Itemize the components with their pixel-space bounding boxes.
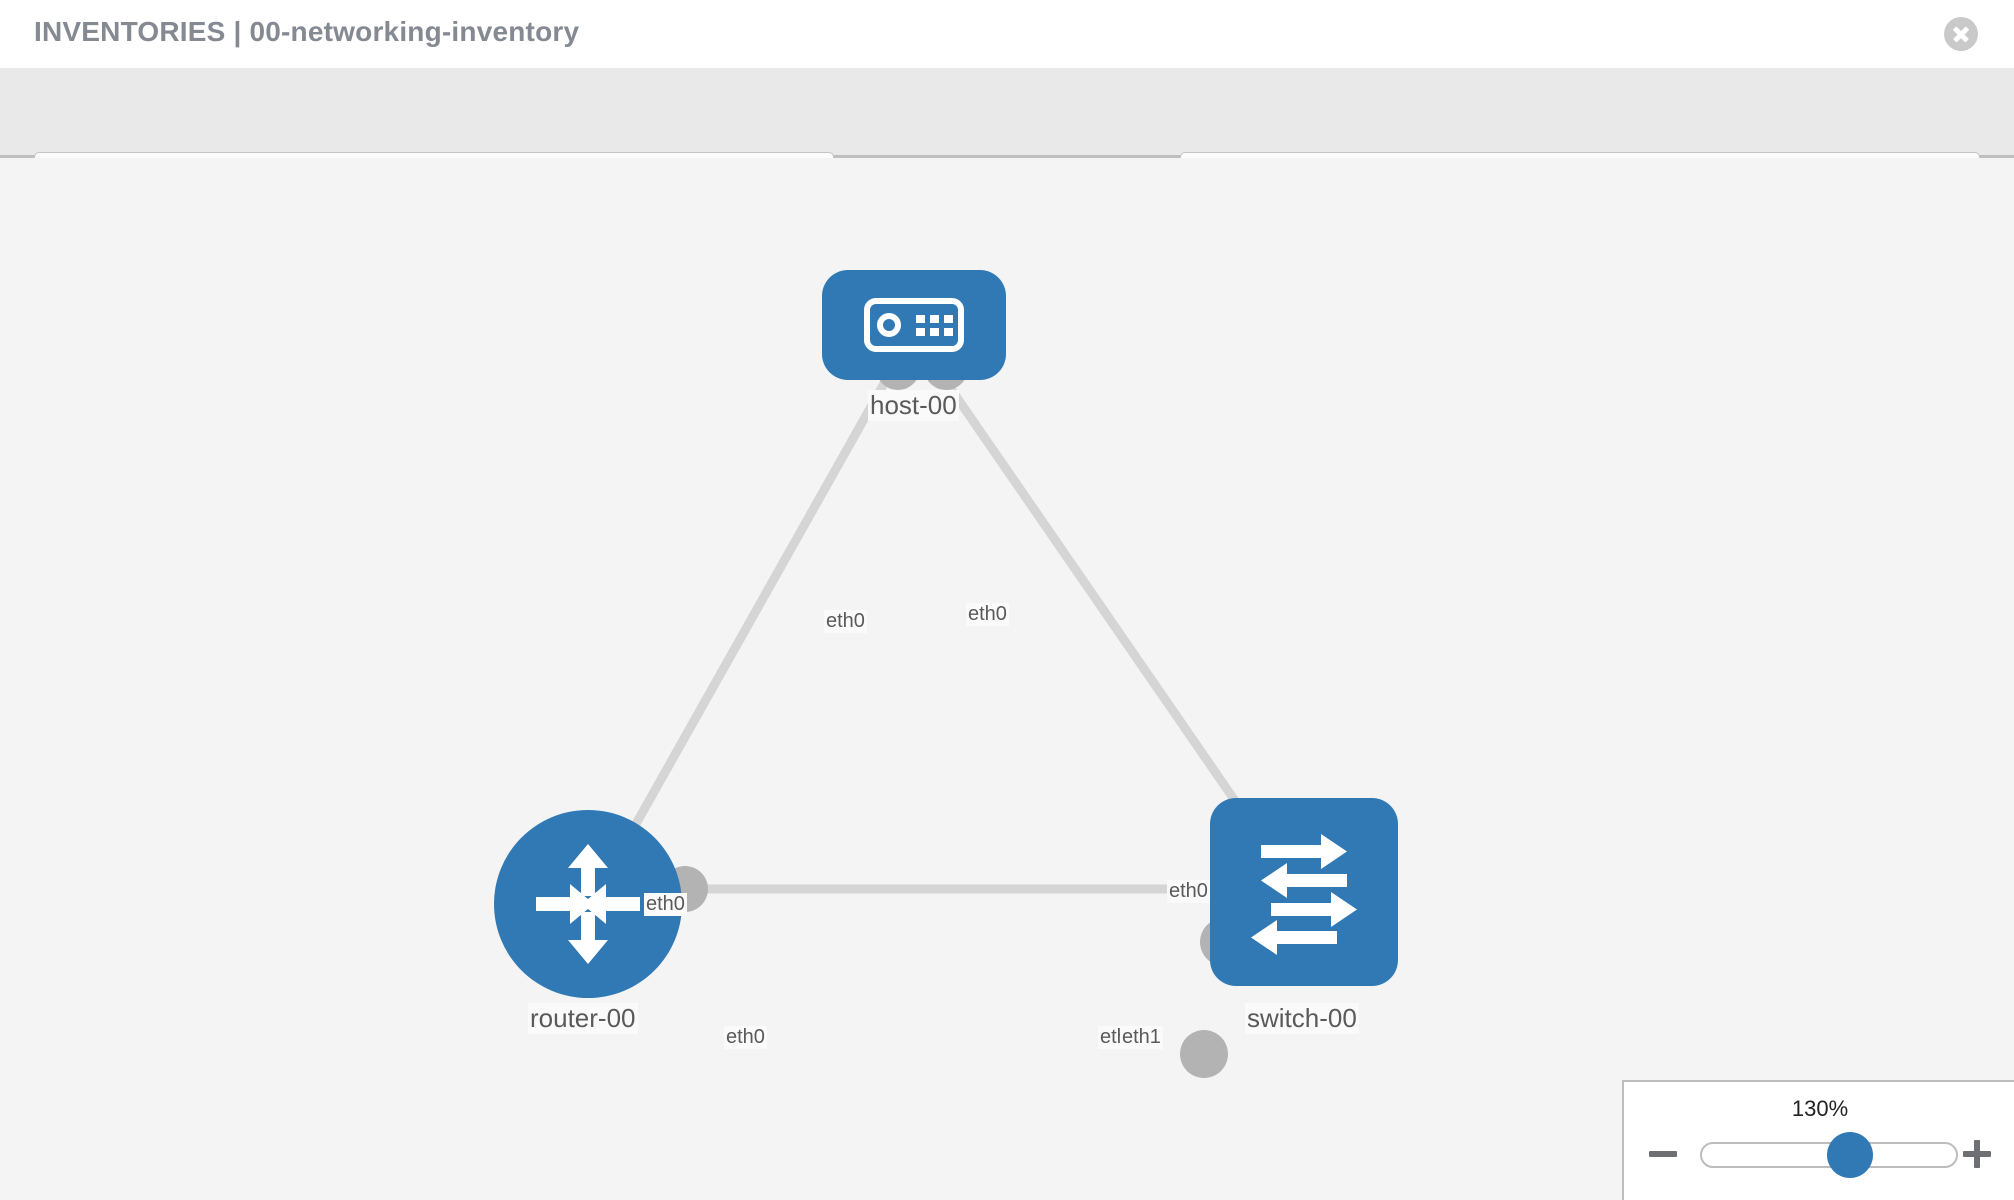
page-header: INVENTORIES | 00-networking-inventory xyxy=(0,0,2014,68)
zoom-out-button[interactable] xyxy=(1646,1137,1680,1171)
link-host-switch xyxy=(936,370,1244,811)
port-label-router-upper: eth0 xyxy=(644,893,687,916)
node-label-host-00: host-00 xyxy=(868,390,959,421)
topology-links xyxy=(606,370,1244,894)
node-switch-00[interactable] xyxy=(1210,798,1398,986)
zoom-level-value: 130% xyxy=(1791,1096,1849,1121)
server-icon xyxy=(864,298,964,352)
port-switch-mid[interactable] xyxy=(1180,1030,1228,1078)
port-label-switch-left: eth1 xyxy=(1120,1026,1163,1049)
node-label-router-00: router-00 xyxy=(528,1003,638,1034)
port-label-router-right: eth0 xyxy=(724,1026,767,1049)
node-router-00[interactable] xyxy=(494,810,682,998)
close-icon[interactable] xyxy=(1944,17,1978,51)
link-host-router xyxy=(606,370,894,873)
port-label-host-right: eth0 xyxy=(966,603,1009,626)
router-arrows-icon xyxy=(536,844,640,964)
node-label-switch-00: switch-00 xyxy=(1245,1003,1359,1034)
topology-canvas[interactable]: host-00 xyxy=(0,158,2014,1200)
port-label-host-left: eth0 xyxy=(824,610,867,633)
toolbar: ACTIONS SEARCH xyxy=(0,68,2014,204)
switch-arrows-icon xyxy=(1251,834,1357,955)
zoom-slider-thumb[interactable] xyxy=(1827,1132,1874,1178)
topology-graph: host-00 xyxy=(0,158,2014,1200)
zoom-in-button[interactable] xyxy=(1960,1137,1994,1171)
page-title: INVENTORIES | 00-networking-inventory xyxy=(34,16,580,47)
port-label-switch-upper: eth0 xyxy=(1167,880,1210,903)
node-host-00[interactable] xyxy=(822,270,1006,380)
zoom-panel: 130% xyxy=(1622,1080,2014,1200)
